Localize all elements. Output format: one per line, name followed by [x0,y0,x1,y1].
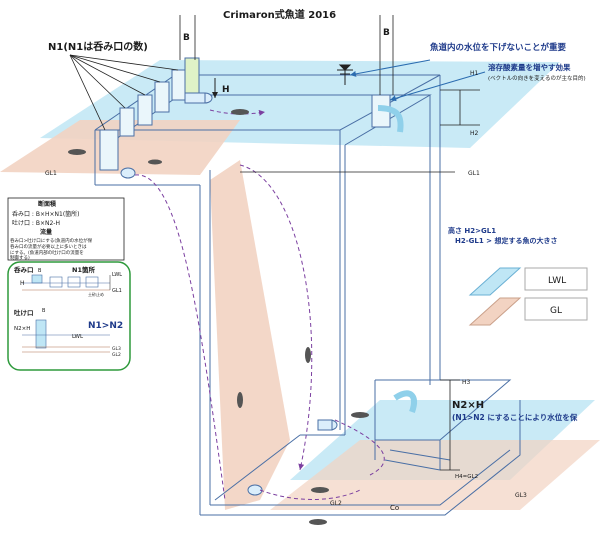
inset-n1n2: N1>N2 [88,321,123,331]
water-level-note: 魚道内の水位を下げないことが重要 [430,42,567,53]
legend-lwl-label: LWL [548,276,566,286]
gl2-label: GL2 [330,500,342,507]
n1n2-note: (N1>N2 にすることにより水位を保 [452,412,578,422]
lower-ground-area [270,440,600,510]
h1-label: H1 [470,70,479,77]
h4gl2-label: H4=GL2 [455,474,478,480]
inset-b2: B [42,308,46,314]
height-note-2: H2-GL1 > 想定する魚の大きさ [455,236,557,245]
legend-lwl-swatch [468,267,522,296]
n2h-dimension [440,379,460,471]
inset-gl1: GL1 [112,288,122,294]
b-label-right: B [383,28,390,38]
upper-ground-area [0,120,240,175]
b-dimension-left [179,15,196,60]
inset-n1-sites: N1箇所 [72,265,95,274]
inset-gl-small: 土砂止め [88,291,104,297]
diagram-title: Crimaron式魚道 2016 [223,8,336,21]
legend-gl-box [524,297,588,321]
info-heading-flow: 流量 [40,228,52,236]
water-level-marker [337,64,353,85]
info-hakiguchi: 吐け口 : B×N2-H [12,219,60,227]
co-label: Co [390,504,399,512]
info-nomikuchi: 呑み口 : B×H×N1(箇所) [12,210,80,218]
inset-b: B [38,268,42,274]
height-note: 高さ H2>GL1 [448,226,496,235]
n1-label: N1(N1は呑み口の数) [48,40,148,53]
b-label-left: B [183,33,190,43]
n1-pointer-lines [69,54,179,131]
outflow-arrow-top [377,105,404,133]
fishway-wireframe [94,74,521,516]
b-dimension-right [379,15,394,95]
h-label: H [222,85,230,95]
do-effect-sub: (ベクトルの向きを変えるのが主な目的) [488,74,586,82]
inset-gl3: GL3 [112,346,121,352]
gl1-right-label: GL1 [468,170,480,177]
inset-nomikuchi-label: 呑み口 [13,265,34,274]
legend: LWL GL [468,267,588,326]
info-flow-2: 呑み口の流量が必要以上に多いときは [10,243,87,250]
legend-gl-label: GL [550,306,562,316]
legend-gl-swatch [468,297,522,326]
h2-label: H2 [470,130,479,137]
info-flow-1: 呑み口>吐け口にする(魚道内の水位が保 [10,237,93,244]
inset-n2h: N2×H [14,326,30,332]
info-flow-3: にする。(魚道内部の吐け口の流量を [10,249,84,256]
flow-paths [134,109,385,501]
inset-lwl: LWL [112,272,122,278]
note-arrow-2 [389,71,486,102]
inset-gl2: GL2 [112,352,121,358]
n2h-label: N2×H [452,400,484,411]
inset-hakiguchi-label: 吐け口 [14,308,34,317]
outflow-arrow-bottom [393,390,417,413]
gl3-label: GL3 [515,492,527,499]
gl1-left-label: GL1 [45,170,57,177]
info-box: 断面積 呑み口 : B×H×N1(箇所) 吐け口 : B×N2-H 流量 呑み口… [7,197,125,261]
inset-diagram: 呑み口 N1箇所 H B LWL GL1 土砂止め 吐け口 B N2×H LWL… [7,261,131,371]
h3-label: H3 [462,379,471,386]
inset-h: H [20,280,25,287]
legend-lwl-box [524,267,588,291]
note-arrow-1 [349,59,431,77]
inset-lwl2: LWL [72,334,84,340]
info-heading-area: 断面積 [38,200,57,208]
tubes [120,92,338,496]
info-flow-4: 制御する) [10,254,30,261]
h1-h2-dimension [440,89,480,126]
fish-icons [68,109,369,525]
fishway-channel-floor [210,160,290,510]
do-effect-note: 溶存酸素量を増やす効果 [488,62,571,72]
